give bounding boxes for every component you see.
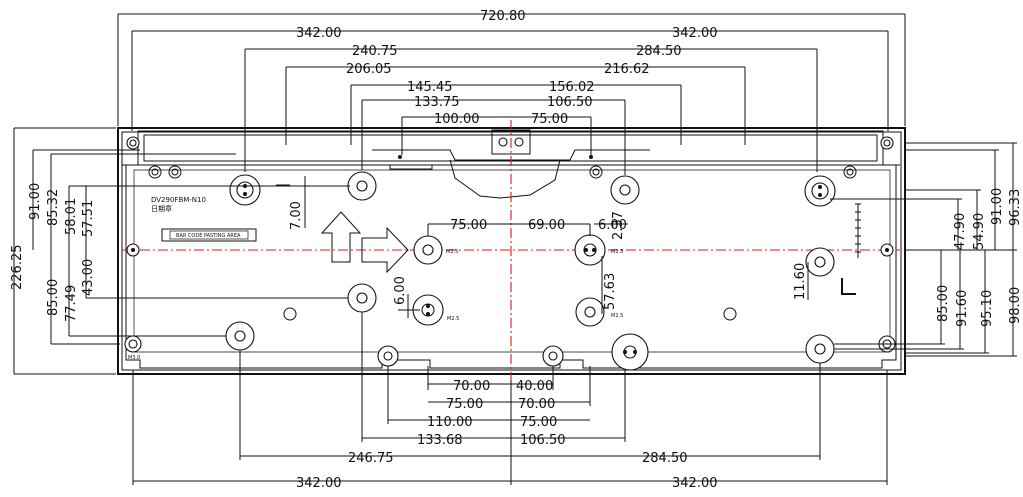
dim-206: 206.05 bbox=[346, 62, 392, 77]
dim-106-top: 106.50 bbox=[547, 95, 593, 110]
dim-57-63: 57.63 bbox=[603, 273, 618, 310]
dim-96-33: 96.33 bbox=[1008, 189, 1023, 226]
dim-6-top: 6.00 bbox=[598, 218, 627, 233]
dim-75-bottom-a: 75.00 bbox=[446, 397, 483, 412]
dim-85-00-left: 85.00 bbox=[46, 279, 61, 316]
dim-top-342-right: 342.00 bbox=[672, 26, 718, 41]
dim-240: 240.75 bbox=[352, 44, 398, 59]
dim-95-10: 95.10 bbox=[980, 290, 995, 327]
dim-98: 98.00 bbox=[1008, 287, 1023, 324]
dim-75-top: 75.00 bbox=[531, 112, 568, 127]
barcode-label: BAR CODE PASTING AREA bbox=[176, 233, 241, 239]
screw-m30: M3.0 bbox=[128, 355, 140, 361]
screw-m25-b: M2.5 bbox=[611, 249, 623, 255]
dim-70-right: 70.00 bbox=[518, 397, 555, 412]
dim-7-00: 7.00 bbox=[289, 201, 304, 230]
dim-246: 246.75 bbox=[348, 451, 394, 466]
direction-arrows bbox=[320, 211, 409, 274]
dim-69: 69.00 bbox=[528, 218, 565, 233]
sub-label: 日期章 bbox=[151, 204, 172, 213]
dim-110: 110.00 bbox=[427, 415, 473, 430]
mounting-holes bbox=[124, 136, 896, 371]
left-dimensions: 226.25 91.00 85.32 58.01 57.51 85.00 77.… bbox=[10, 127, 350, 375]
dim-6-bottom: 6.00 bbox=[393, 276, 408, 305]
part-label: DV290FBM-N10 bbox=[151, 196, 206, 204]
dim-54-90: 54.90 bbox=[972, 213, 987, 250]
dim-284-top: 284.50 bbox=[636, 44, 682, 59]
dim-100: 100.00 bbox=[434, 112, 480, 127]
screw-m25-c: M2.5 bbox=[447, 316, 459, 322]
right-dimensions: 47.90 54.90 91.00 96.33 85.00 91.60 95.1… bbox=[830, 142, 1023, 357]
dim-75-center: 75.00 bbox=[450, 218, 487, 233]
dim-top-342-left: 342.00 bbox=[296, 26, 342, 41]
dim-342-bottom-left: 342.00 bbox=[296, 476, 342, 491]
dim-342-bottom-right: 342.00 bbox=[672, 476, 718, 491]
dim-133-bottom: 133.68 bbox=[417, 433, 463, 448]
dim-75-bottom-b: 75.00 bbox=[520, 415, 557, 430]
centerlines bbox=[122, 120, 900, 380]
screw-m25-d: M2.5 bbox=[611, 313, 623, 319]
dim-216: 216.62 bbox=[604, 62, 650, 77]
dim-106-bottom: 106.50 bbox=[520, 433, 566, 448]
label-block: DV290FBM-N10 日期章 BAR CODE PASTING AREA M… bbox=[128, 196, 623, 361]
dim-47-90: 47.90 bbox=[953, 213, 968, 250]
dim-11-60: 11.60 bbox=[793, 263, 808, 300]
dim-70-left: 70.00 bbox=[453, 379, 490, 394]
top-dimensions: 720.80 342.00 342.00 240.75 284.50 206.0… bbox=[117, 9, 906, 175]
bottom-dimensions: 70.00 40.00 75.00 70.00 110.00 75.00 133… bbox=[132, 312, 888, 491]
dim-91-60: 91.60 bbox=[955, 290, 970, 327]
dim-91-right: 91.00 bbox=[990, 188, 1005, 225]
dim-77-49: 77.49 bbox=[64, 285, 79, 322]
dim-284-bottom: 284.50 bbox=[642, 451, 688, 466]
dim-133-top: 133.75 bbox=[414, 95, 460, 110]
dim-226: 226.25 bbox=[10, 245, 25, 291]
dim-85-00-right: 85.00 bbox=[936, 285, 951, 322]
center-dimensions: 75.00 69.00 6.00 2.37 57.63 7.00 6.00 11… bbox=[276, 176, 809, 318]
screw-m25-a: M2.5 bbox=[446, 249, 458, 255]
dim-2-37: 2.37 bbox=[611, 211, 626, 240]
dim-156: 156.02 bbox=[549, 80, 595, 95]
right-bracket bbox=[841, 203, 861, 295]
dim-85-32: 85.32 bbox=[46, 189, 61, 226]
dim-58-01: 58.01 bbox=[64, 198, 79, 235]
dim-91-left: 91.00 bbox=[28, 183, 43, 220]
dim-40: 40.00 bbox=[516, 379, 553, 394]
dim-145: 145.45 bbox=[407, 80, 453, 95]
dim-overall: 720.80 bbox=[480, 9, 526, 24]
dim-43: 43.00 bbox=[81, 259, 96, 296]
dim-57-51: 57.51 bbox=[81, 200, 96, 237]
